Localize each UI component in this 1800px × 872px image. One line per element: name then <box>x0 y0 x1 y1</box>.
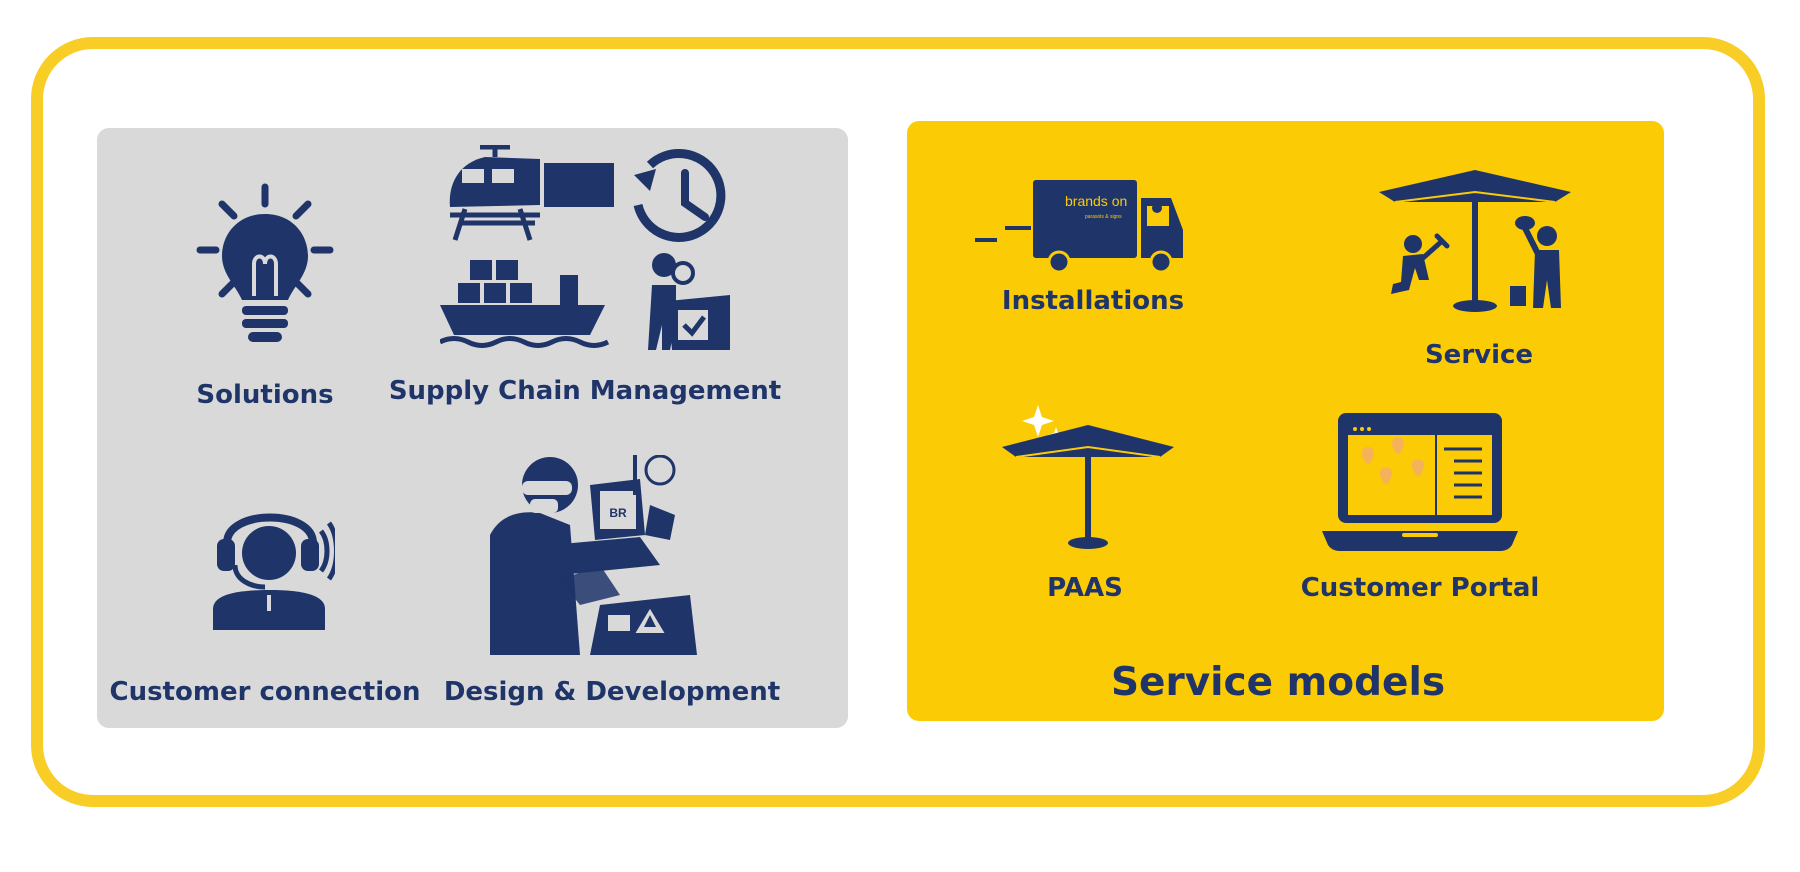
headset-agent-icon <box>205 495 335 630</box>
supply-chain-label: Supply Chain Management <box>388 376 782 406</box>
customer-portal-label: Customer Portal <box>1300 573 1540 603</box>
design-development-label: Design & Development <box>443 677 781 707</box>
outer-frame <box>31 37 1765 807</box>
svg-text:BR: BR <box>609 506 627 520</box>
service-label: Service <box>1424 340 1534 370</box>
paas-label: PAAS <box>1047 573 1123 603</box>
truck-brand-text: brands on <box>1065 193 1127 209</box>
logistics-icon <box>440 145 735 350</box>
service-models-title: Service models <box>1110 660 1446 705</box>
designer-at-desk-icon: BR <box>490 455 697 655</box>
delivery-truck-icon: brands on parasols & signs <box>975 180 1185 272</box>
lightbulb-icon <box>190 182 340 352</box>
truck-brand-subtext: parasols & signs <box>1085 214 1122 220</box>
umbrella-service-icon <box>1375 168 1575 313</box>
solutions-label: Solutions <box>196 380 334 410</box>
installations-label: Installations <box>1001 286 1185 316</box>
customer-connection-label: Customer connection <box>109 677 421 707</box>
sparkling-umbrella-icon <box>1000 405 1175 550</box>
laptop-map-icon <box>1322 413 1518 551</box>
